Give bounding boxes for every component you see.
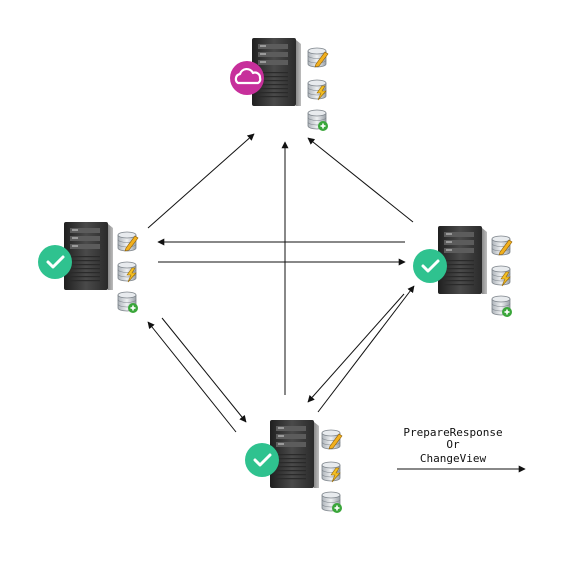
node-top-primary: [230, 38, 329, 131]
node-bottom-backup: [245, 420, 343, 513]
edge-right-to-bottom: [307, 293, 405, 403]
checkmark-icon: [38, 245, 72, 279]
legend-line-2: Or: [446, 438, 460, 451]
legend-line-1: PrepareResponse: [403, 426, 502, 439]
edge-left-to-top: [147, 133, 255, 229]
database-add-icon: [307, 109, 328, 131]
database-edit-icon: [491, 235, 513, 256]
database-edit-icon: [307, 47, 329, 68]
database-add-icon: [117, 291, 138, 313]
cloud-icon: [230, 61, 264, 95]
database-edit-icon: [117, 231, 139, 252]
legend-line-3: ChangeView: [420, 452, 487, 465]
database-lightning-icon: [491, 265, 511, 287]
server-icon: [64, 222, 113, 290]
checkmark-icon: [413, 249, 447, 283]
node-right-backup: [413, 226, 513, 317]
edge-bottom-to-left: [147, 321, 237, 433]
edge-bottom-to-right: [317, 285, 415, 413]
legend: PrepareResponse Or ChangeView: [397, 426, 526, 473]
database-add-icon: [321, 491, 342, 513]
database-lightning-icon: [117, 261, 137, 283]
edge-left-to-bottom: [161, 317, 247, 423]
database-add-icon: [491, 295, 512, 317]
node-left-backup: [38, 222, 139, 313]
database-lightning-icon: [321, 461, 341, 483]
checkmark-icon: [245, 443, 279, 477]
edges-layer: [147, 133, 415, 433]
database-edit-icon: [321, 429, 343, 450]
database-lightning-icon: [307, 79, 327, 101]
edge-right-to-top: [307, 137, 414, 223]
